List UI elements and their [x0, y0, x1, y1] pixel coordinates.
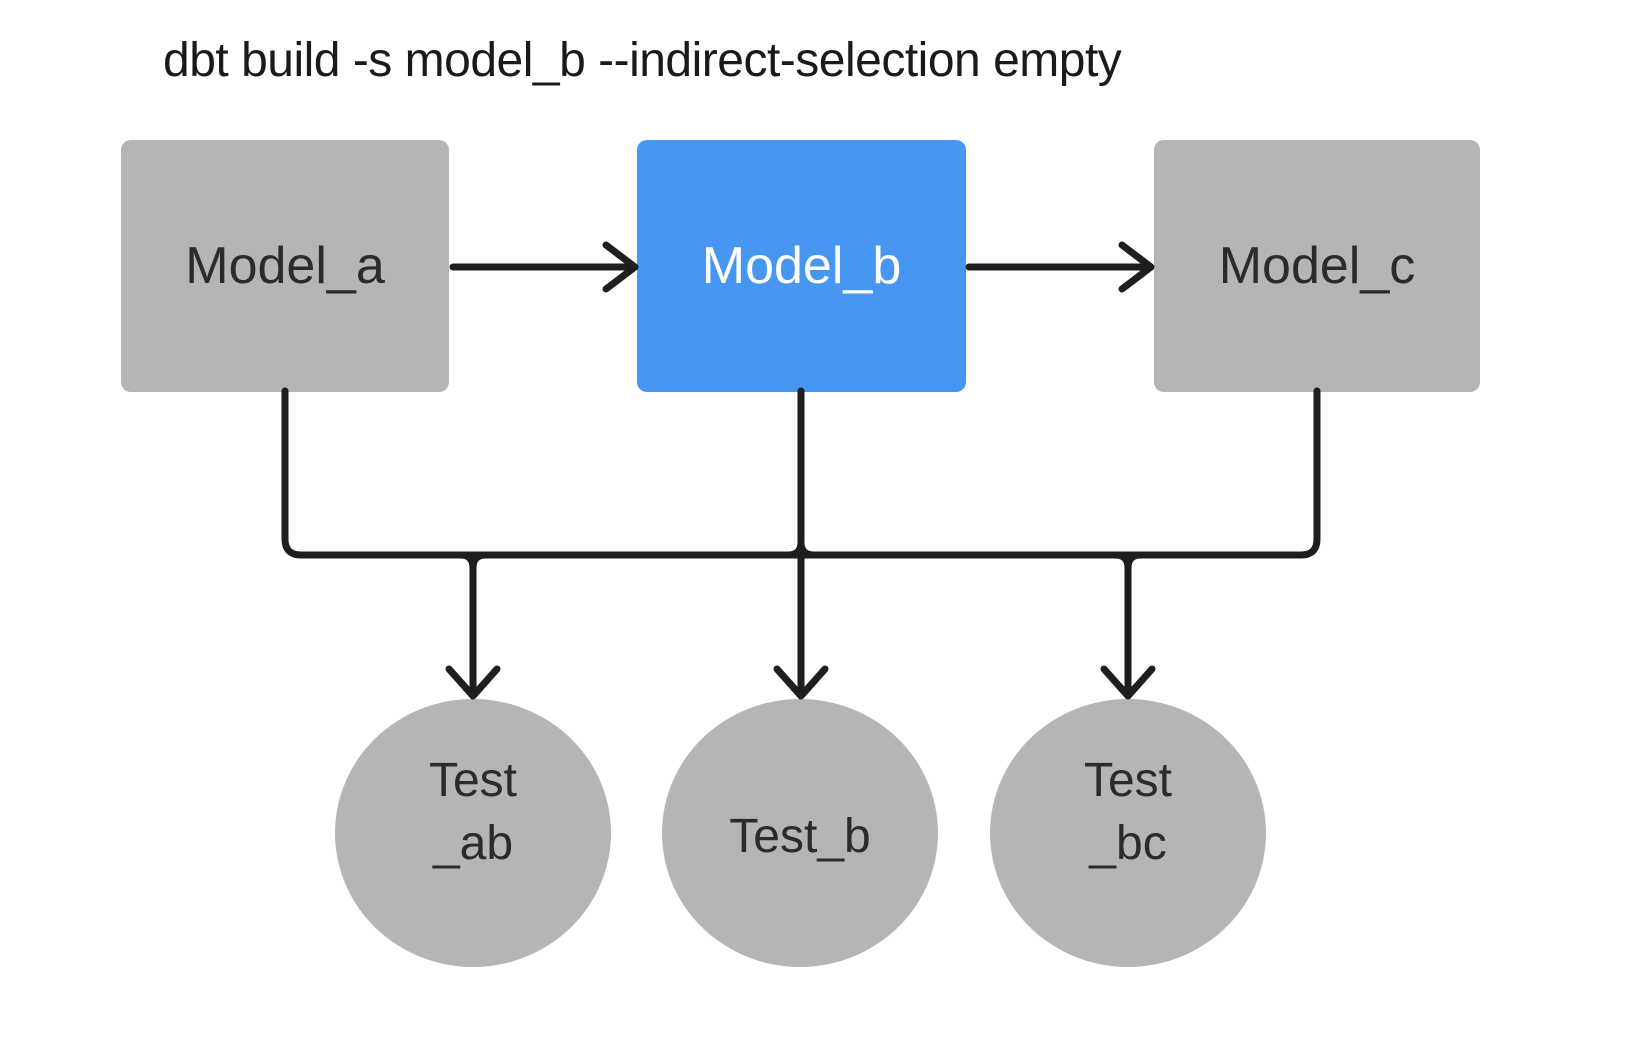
- node-model-b-label: Model_b: [701, 237, 902, 295]
- node-test-ab: Test _ab: [335, 699, 611, 967]
- node-test-b: Test_b: [662, 699, 938, 967]
- edge-fillet-ab-left: [456, 551, 477, 572]
- node-model-c: Model_c: [1154, 140, 1480, 392]
- edge-fillet-ab-right: [469, 551, 490, 572]
- arrow-test-ab-head-icon: [445, 665, 501, 700]
- edge-fillet-center-left: [784, 538, 805, 559]
- node-test-ab-label: Test _ab: [428, 754, 518, 870]
- node-model-a-label: Model_a: [185, 237, 385, 295]
- node-test-bc-label: Test _bc: [1083, 754, 1173, 870]
- node-model-b: Model_b: [637, 140, 966, 392]
- node-model-a: Model_a: [121, 140, 449, 392]
- diagram-title: dbt build -s model_b --indirect-selectio…: [163, 34, 1122, 87]
- edge-fillet-center-right: [797, 538, 818, 559]
- arrow-test-bc-head-icon: [1100, 665, 1156, 700]
- node-test-b-label: Test_b: [729, 809, 871, 863]
- arrow-model-b-to-model-c-head-icon: [1118, 241, 1155, 293]
- edge-fillet-bc-right: [1124, 551, 1145, 572]
- node-model-c-label: Model_c: [1218, 237, 1416, 295]
- edge-bus-rail: [281, 387, 1321, 559]
- node-test-bc: Test _bc: [990, 699, 1266, 967]
- edge-fillet-bc-left: [1111, 551, 1132, 572]
- arrow-model-a-to-model-b-head-icon: [602, 241, 639, 293]
- arrow-test-b-head-icon: [773, 665, 829, 700]
